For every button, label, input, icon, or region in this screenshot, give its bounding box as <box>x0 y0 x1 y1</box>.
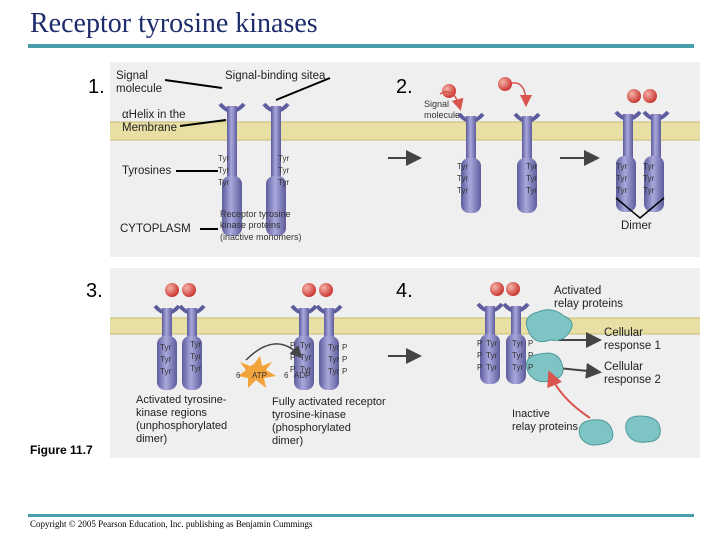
tyr-label: Tyr <box>190 364 202 373</box>
activated-relay-protein <box>525 309 573 343</box>
signal-arrow <box>439 91 464 111</box>
inactive-relay-protein <box>625 415 661 443</box>
phosphate-label: P <box>342 343 348 352</box>
tyr-label: Tyr <box>526 186 538 195</box>
tyr-label: Tyr <box>278 154 290 163</box>
tyr-label: Tyr <box>278 178 290 187</box>
tyr-label: Tyr <box>643 162 655 171</box>
tyr-label: Tyr <box>218 178 230 187</box>
receptor-dimer <box>476 282 530 384</box>
atp-count: 6 <box>236 371 241 380</box>
adp-count: 6 <box>284 371 289 380</box>
tyr-label: Tyr <box>526 174 538 183</box>
slide-title: Receptor tyrosine kinases <box>30 8 318 39</box>
inactive-monomers-label: (inactive monomers) <box>220 232 302 242</box>
tyr-label: Tyr <box>328 367 340 376</box>
phosphate-label: P <box>342 367 348 376</box>
footer-rule <box>28 514 694 517</box>
tyr-label: Tyr <box>160 367 172 376</box>
fully-activated-label: Fully activated receptor tyrosine-kinase… <box>272 396 386 447</box>
signal-molecule-label: Signal molecule <box>116 70 163 95</box>
relay-activation-arrow <box>547 370 591 419</box>
phosphate-label: P <box>477 339 483 348</box>
tyr-label: Tyr <box>457 162 469 171</box>
tyr-label: Tyr <box>643 174 655 183</box>
phosphate-label: P <box>477 363 483 372</box>
receptor-dimer <box>614 89 670 219</box>
atp-burst <box>238 356 276 388</box>
tyr-label: Tyr <box>643 186 655 195</box>
dimer-label: Dimer <box>621 220 652 232</box>
tyrosines-label: Tyrosines <box>122 165 172 177</box>
receptor-monomer <box>513 112 541 213</box>
step-number-1: 1. <box>88 76 105 98</box>
tyr-label: Tyr <box>328 343 340 352</box>
signal-binding-site-label: Signal-binding sitea <box>225 70 326 82</box>
figure-label: Figure 11.7 <box>30 443 93 457</box>
tyr-label: Tyr <box>160 343 172 352</box>
tyr-label: Tyr <box>218 154 230 163</box>
tyr-label: Tyr <box>457 174 469 183</box>
phosphate-label: P <box>342 355 348 364</box>
phosphate-label: P <box>477 351 483 360</box>
tyr-label: Tyr <box>616 174 628 183</box>
inactive-relay-label: Inactive relay proteins <box>512 408 579 433</box>
phosphate-label: P <box>290 353 296 362</box>
cellular-response-1-label: Cellular response 1 <box>604 327 661 352</box>
alpha-helix-label: αHelix in the Membrane <box>122 109 186 134</box>
tyr-label: Tyr <box>160 355 172 364</box>
tyr-label: Tyr <box>278 166 290 175</box>
cytoplasm-label: CYTOPLASM <box>120 223 191 235</box>
receptor-dimer <box>153 283 206 390</box>
top-panel-background <box>110 62 700 257</box>
tyr-label: Tyr <box>526 162 538 171</box>
receptor-proteins-label: Receptor tyrosine kinase proteins <box>220 209 291 230</box>
tyr-label: Tyr <box>300 365 312 374</box>
tyr-label: Tyr <box>486 339 498 348</box>
leader-lines <box>164 77 331 230</box>
tyr-label: Tyr <box>300 341 312 350</box>
tyr-label: Tyr <box>457 186 469 195</box>
tyr-label: Tyr <box>486 351 498 360</box>
phosphate-label: P <box>528 363 534 372</box>
step-number-3: 3. <box>86 280 103 302</box>
tyr-label: Tyr <box>616 162 628 171</box>
tyr-label: Tyr <box>300 353 312 362</box>
phosphate-label: P <box>290 341 296 350</box>
tyr-label: Tyr <box>512 363 524 372</box>
signal-molecule <box>498 77 512 91</box>
phosphate-label: P <box>528 351 534 360</box>
receptor-dimer <box>290 283 343 390</box>
tyr-label: Tyr <box>218 166 230 175</box>
tyr-label: Tyr <box>512 351 524 360</box>
phosphorylation-arrow <box>245 343 303 361</box>
step-number-2: 2. <box>396 76 413 98</box>
tyr-label: Tyr <box>616 186 628 195</box>
title-rule <box>28 44 694 48</box>
atp-label: ATP <box>252 371 267 380</box>
step-number-4: 4. <box>396 280 413 302</box>
inactive-relay-protein <box>578 419 614 446</box>
tyr-label: Tyr <box>328 355 340 364</box>
activated-regions-label: Activated tyrosine- kinase regions (unph… <box>136 394 228 445</box>
membrane-top <box>110 121 700 141</box>
tyr-label: Tyr <box>190 352 202 361</box>
tyr-label: Tyr <box>486 363 498 372</box>
adp-label: ADP <box>294 371 311 380</box>
signal-molecule-label-2: Signal molecule <box>424 99 461 120</box>
copyright-notice: Copyright © 2005 Pearson Education, Inc.… <box>30 519 313 529</box>
step-arrow <box>557 362 602 379</box>
tyr-label: Tyr <box>512 339 524 348</box>
phosphate-label: P <box>528 339 534 348</box>
phosphate-label: P <box>290 365 296 374</box>
cellular-response-2-label: Cellular response 2 <box>604 361 661 386</box>
receptor-monomer <box>262 102 290 236</box>
tyr-label: Tyr <box>190 340 202 349</box>
activated-relay-label: Activated relay proteins <box>554 285 624 310</box>
receptor-monomer <box>218 102 246 236</box>
